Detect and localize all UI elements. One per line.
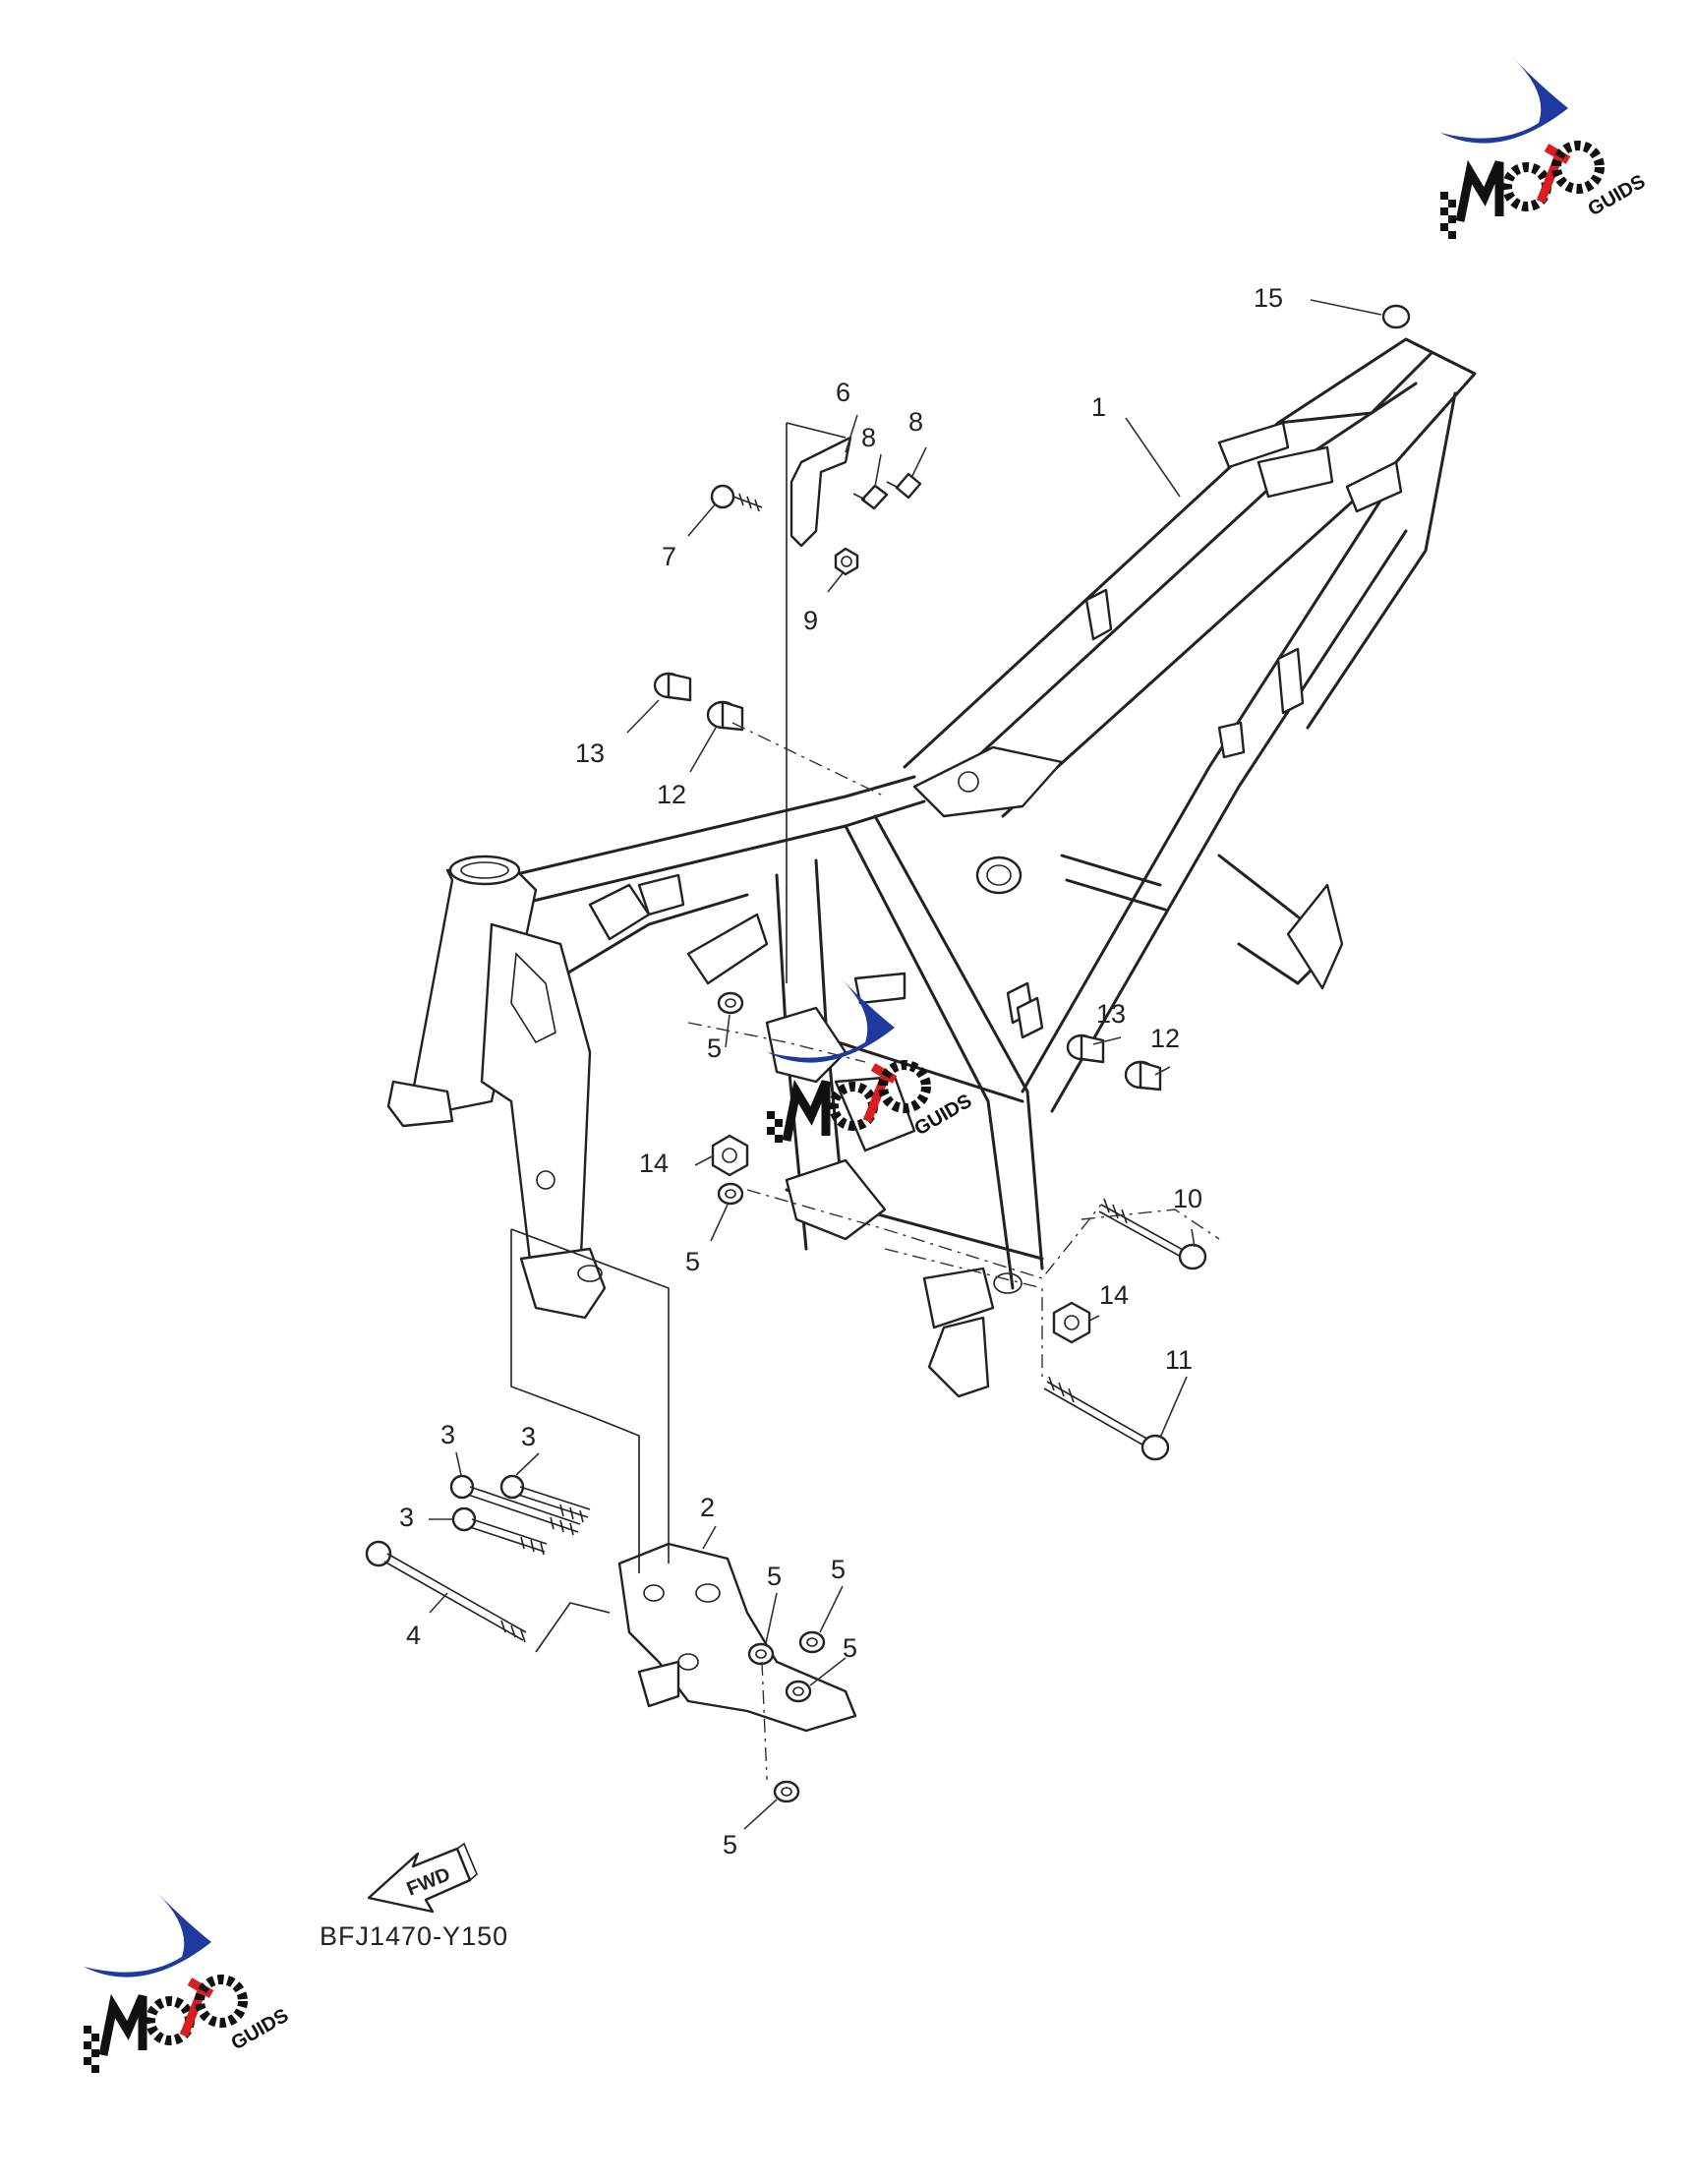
callout-13a: 13 bbox=[575, 738, 605, 768]
callout-12a: 12 bbox=[657, 780, 686, 809]
callout-14a: 14 bbox=[639, 1149, 669, 1178]
callout-11: 11 bbox=[1165, 1345, 1193, 1375]
reference-code: BFJ1470-Y150 bbox=[320, 1921, 508, 1951]
callout-5c: 5 bbox=[767, 1562, 782, 1591]
callout-3a: 3 bbox=[440, 1420, 455, 1449]
brand-logo-bottom-left: GUIDS bbox=[84, 1893, 292, 2073]
callout-8a: 8 bbox=[861, 423, 876, 452]
brand-logo-center: GUIDS bbox=[767, 978, 975, 1143]
fwd-arrow: FWD bbox=[367, 1842, 478, 1914]
callout-3b: 3 bbox=[521, 1422, 536, 1451]
callout-5e: 5 bbox=[843, 1633, 857, 1663]
brand-logo-top-right: GUIDS bbox=[1440, 59, 1649, 239]
callout-numbers: 15 1 6 8 8 7 9 13 12 5 13 12 14 10 5 14 … bbox=[399, 283, 1283, 1859]
callout-3c: 3 bbox=[399, 1503, 414, 1532]
callout-12b: 12 bbox=[1150, 1024, 1180, 1053]
callout-8b: 8 bbox=[908, 407, 923, 437]
callout-14b: 14 bbox=[1099, 1280, 1129, 1310]
main-frame bbox=[386, 337, 1477, 1398]
callout-15: 15 bbox=[1254, 283, 1283, 313]
callout-6: 6 bbox=[836, 378, 850, 407]
callout-1: 1 bbox=[1091, 392, 1106, 422]
callout-5d: 5 bbox=[831, 1555, 846, 1584]
hardware-parts bbox=[365, 304, 1411, 1803]
callout-5a: 5 bbox=[707, 1033, 722, 1063]
callout-5b: 5 bbox=[685, 1247, 700, 1276]
leader-lines bbox=[429, 299, 1382, 1830]
callout-4: 4 bbox=[406, 1621, 421, 1650]
callout-10: 10 bbox=[1173, 1184, 1202, 1213]
callout-13b: 13 bbox=[1096, 999, 1126, 1029]
callout-5f: 5 bbox=[723, 1830, 737, 1859]
callout-9: 9 bbox=[803, 606, 818, 635]
callout-2: 2 bbox=[700, 1493, 715, 1522]
callout-7: 7 bbox=[662, 542, 676, 571]
